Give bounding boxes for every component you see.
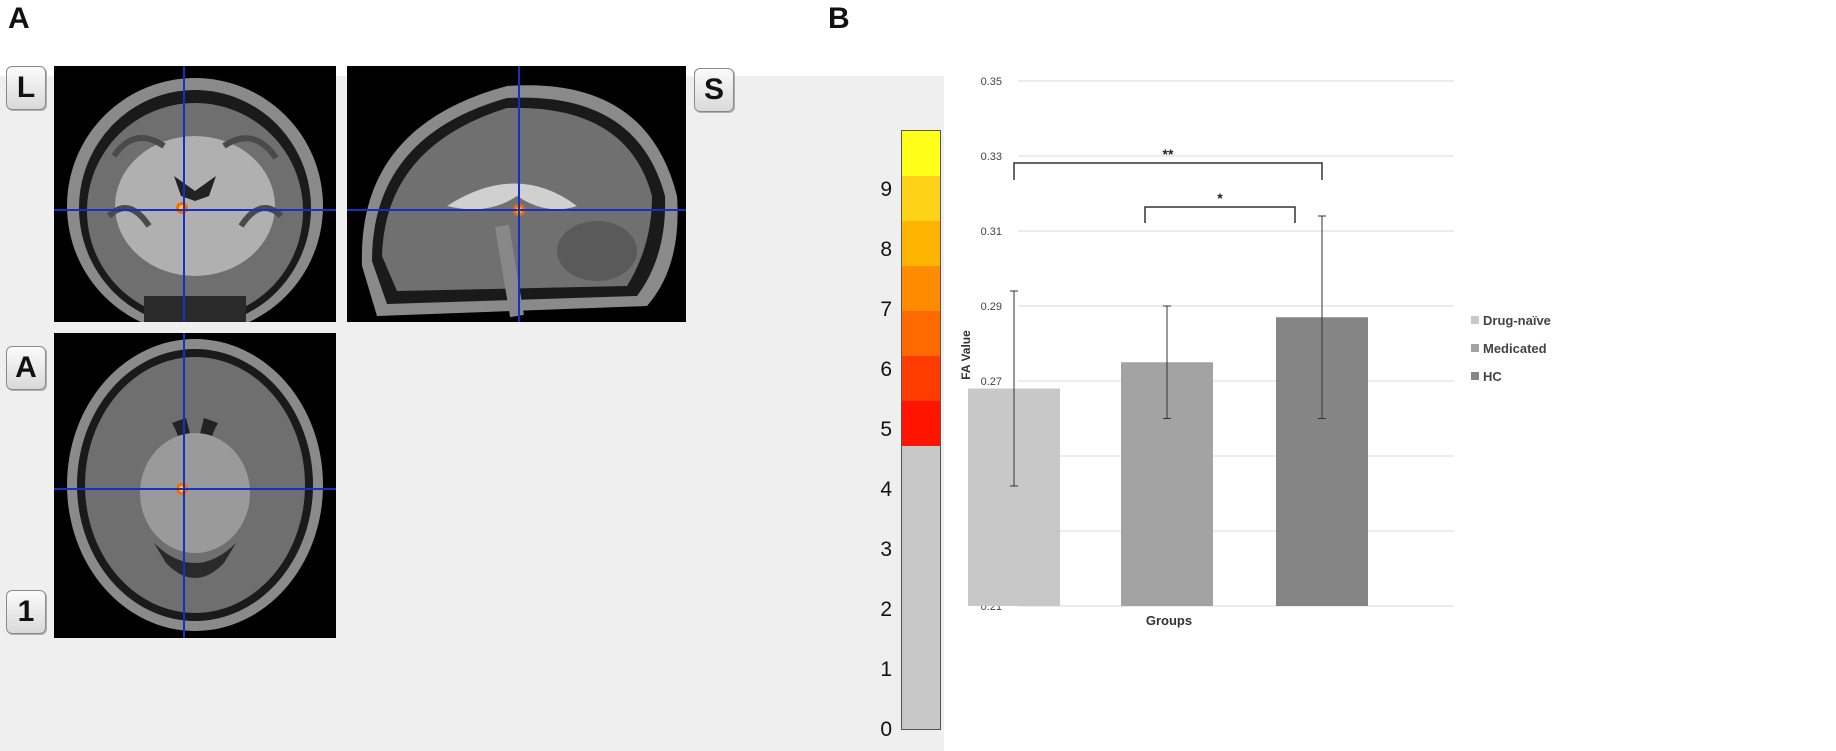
coronal-brain-image [54,66,336,322]
colorbar-tick-label: 3 [880,538,892,561]
color-scale-bar [901,130,941,730]
legend-swatch-3 [1471,372,1479,380]
colorbar-tick-label: 9 [880,178,892,201]
legend-label-2: Medicated [1483,341,1547,356]
superior-orientation-button[interactable]: S [694,68,734,112]
colorbar-segment [902,356,940,401]
y-tick-label: 0.29 [981,301,1002,313]
legend-swatch-2 [1471,344,1479,352]
y-tick-label: 0.35 [981,76,1002,88]
panel-b-label: B [828,2,850,35]
slice-number-button[interactable]: 1 [6,590,46,634]
colorbar-segment [902,401,940,446]
significance-label-2: * [1217,190,1223,206]
panel-a-label: A [8,2,30,35]
colorbar-tick-label: 6 [880,358,892,381]
colorbar-tick-label: 2 [880,598,892,621]
significance-label-1: ** [1163,146,1174,162]
colorbar-segment [902,131,940,176]
y-axis-label: FA Value [959,330,973,380]
x-axis-label: Groups [1146,613,1192,628]
coronal-slice-view[interactable] [54,66,336,322]
legend-label-1: Drug-naïve [1483,313,1551,328]
left-orientation-button[interactable]: L [6,66,46,110]
colorbar-segment [902,311,940,356]
mri-viewer-panel: L S A 1 0 1 2 3 4 5 6 7 8 9 [0,66,944,751]
colorbar-segment [902,266,940,311]
significance-bracket-1 [1013,162,1323,180]
fa-bar-chart: 0.210.230.250.270.290.310.330.35***Group… [959,76,1551,628]
significance-bracket-2 [1144,206,1296,223]
colorbar-tick-label: 4 [880,478,892,501]
colorbar-segment [902,176,940,221]
colorbar-tick-label: 5 [880,418,892,441]
colorbar-tick-label: 8 [880,238,892,261]
axial-slice-view[interactable] [54,333,336,638]
anterior-orientation-button[interactable]: A [6,346,46,390]
colorbar-segment [902,221,940,266]
y-tick-label: 0.27 [981,376,1002,388]
axial-brain-image [54,333,336,638]
sagittal-brain-image [347,66,686,322]
legend-label-3: HC [1483,369,1502,384]
sagittal-slice-view[interactable] [347,66,686,322]
y-tick-label: 0.31 [981,226,1002,238]
legend-swatch-1 [1471,316,1479,324]
y-tick-label: 0.33 [981,151,1002,163]
colorbar-tick-label: 7 [880,298,892,321]
colorbar-tick-label: 1 [880,658,892,681]
colorbar-tick-label: 0 [880,718,892,741]
